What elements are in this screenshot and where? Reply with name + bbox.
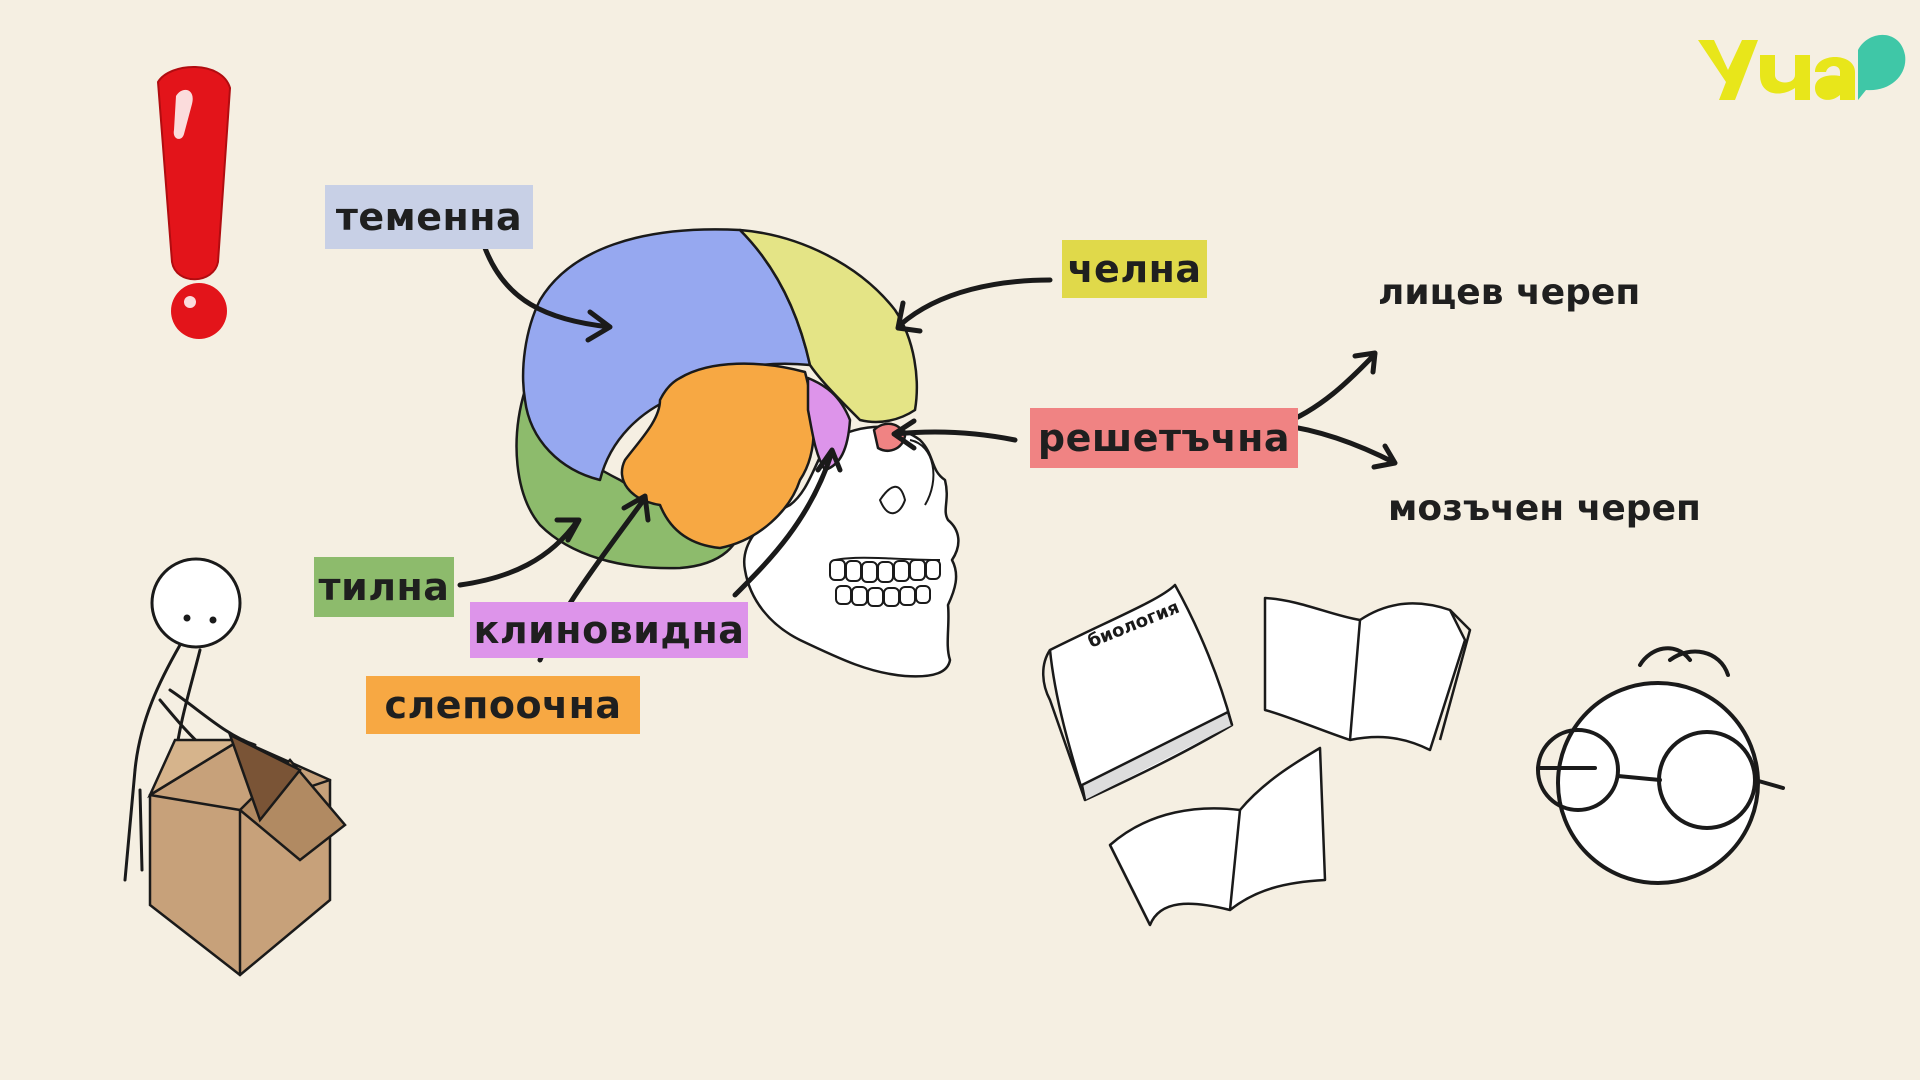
face-with-glasses-icon: [1536, 646, 1785, 885]
cardboard-box-icon: [147, 732, 347, 977]
arrow-sphenoid: [732, 447, 843, 598]
label-facial-skull: лицев череп: [1378, 272, 1641, 313]
teeth: [829, 559, 941, 607]
exclamation-icon: [156, 66, 232, 339]
arrow-occipital: [457, 517, 582, 588]
open-book-top-icon: [1263, 596, 1472, 752]
label-temporal: слепоочна: [366, 676, 640, 734]
open-book-bottom-icon: [1108, 746, 1327, 927]
arrow-ethmoid: [891, 418, 1018, 451]
label-ethmoid: решетъчна: [1030, 408, 1298, 468]
label-parietal: теменна: [325, 185, 533, 249]
stick-figure-with-box: [123, 557, 347, 977]
facial-bones: [742, 425, 960, 678]
sphenoid-bone: [806, 376, 852, 472]
label-sphenoid: клиновидна: [470, 602, 748, 658]
label-frontal: челна: [1062, 240, 1207, 298]
closed-book-icon: [1042, 583, 1234, 802]
arrow-parietal: [482, 245, 613, 343]
label-brain-skull: мозъчен череп: [1388, 488, 1701, 529]
arrow-frontal: [895, 277, 1053, 334]
label-occipital: тилна: [314, 557, 454, 617]
frontal-bone: [738, 228, 919, 424]
books-illustration: [1042, 583, 1472, 927]
uchase-logo: [1698, 34, 1906, 100]
temporal-bone: [620, 362, 815, 550]
